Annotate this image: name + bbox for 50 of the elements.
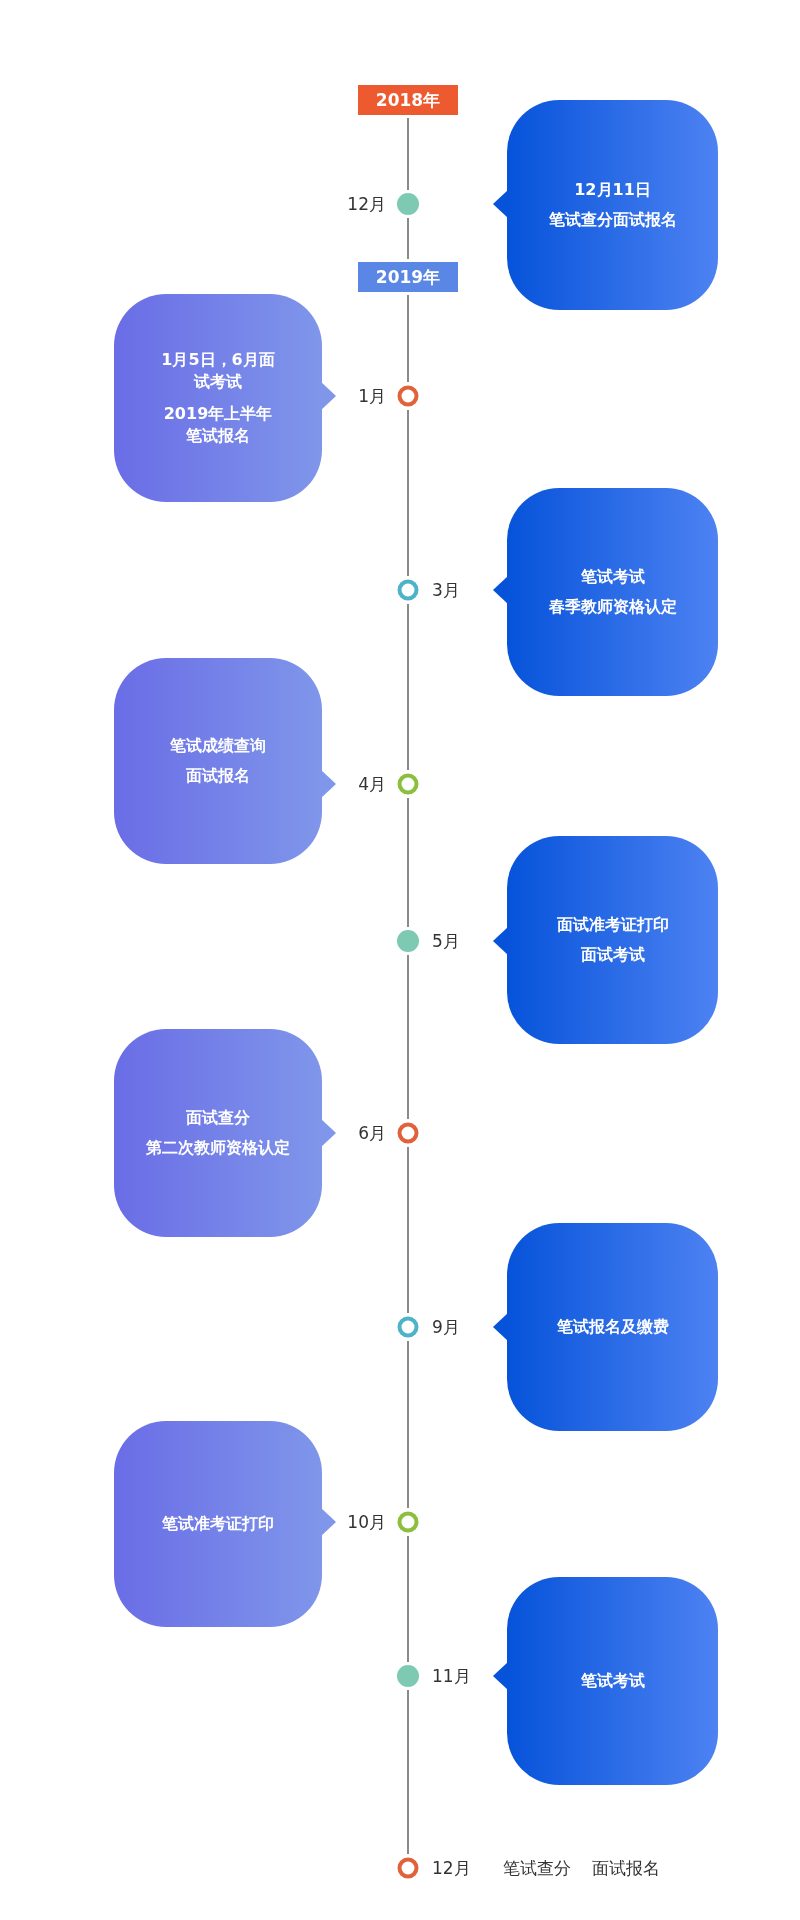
month-label: 12月 xyxy=(347,193,386,215)
event-text: 12月11日 xyxy=(574,179,651,201)
year-badge: 2019年 xyxy=(358,262,458,292)
timeline-segment xyxy=(407,409,409,577)
timeline-dot xyxy=(397,385,419,407)
event-text: 1月5日，6月面试考试 xyxy=(160,349,276,393)
timeline-dot xyxy=(397,1857,419,1879)
event-text: 笔试成绩查询 xyxy=(170,735,266,757)
timeline-dot xyxy=(397,579,419,601)
event-text: 笔试考试 xyxy=(580,566,645,588)
timeline-segment xyxy=(407,1689,409,1855)
month-label: 5月 xyxy=(432,930,460,952)
month-label: 12月 xyxy=(432,1857,471,1879)
month-label: 11月 xyxy=(432,1665,471,1687)
timeline-dot xyxy=(397,1316,419,1338)
timeline-dot xyxy=(397,930,419,952)
event-text: 面试查分 xyxy=(186,1107,250,1129)
month-label: 9月 xyxy=(432,1316,460,1338)
timeline-dot xyxy=(397,1665,419,1687)
event-text: 第二次教师资格认定 xyxy=(146,1137,290,1159)
timeline-dot xyxy=(397,1122,419,1144)
event-text: 面试报名 xyxy=(592,1857,660,1879)
year-badge: 2018年 xyxy=(358,85,458,115)
event-text: 笔试查分面试报名 xyxy=(548,209,677,231)
timeline-segment xyxy=(407,1535,409,1663)
timeline-segment xyxy=(407,1340,409,1509)
event-text: 笔试报名及缴费 xyxy=(556,1316,669,1338)
timeline-dot xyxy=(397,773,419,795)
event-text: 面试考试 xyxy=(580,944,645,966)
month-label: 6月 xyxy=(358,1122,386,1144)
event-text: 2019年上半年笔试报名 xyxy=(162,403,274,447)
timeline-segment xyxy=(407,217,409,260)
month-label: 4月 xyxy=(358,773,386,795)
timeline-segment xyxy=(407,1146,409,1314)
timeline-segment xyxy=(407,603,409,771)
month-label: 1月 xyxy=(358,385,386,407)
event-text: 笔试考试 xyxy=(580,1670,645,1692)
timeline-segment xyxy=(407,797,409,928)
timeline-segment xyxy=(407,954,409,1120)
timeline-dot xyxy=(397,193,419,215)
timeline-dot xyxy=(397,1511,419,1533)
event-text: 笔试准考证打印 xyxy=(162,1513,274,1535)
month-label: 10月 xyxy=(347,1511,386,1533)
event-text: 笔试查分 xyxy=(503,1857,571,1879)
timeline-segment xyxy=(407,294,409,383)
event-text: 春季教师资格认定 xyxy=(548,596,677,618)
event-text: 面试准考证打印 xyxy=(556,914,669,936)
event-text: 面试报名 xyxy=(186,765,250,787)
month-label: 3月 xyxy=(432,579,460,601)
timeline-segment xyxy=(407,117,409,191)
